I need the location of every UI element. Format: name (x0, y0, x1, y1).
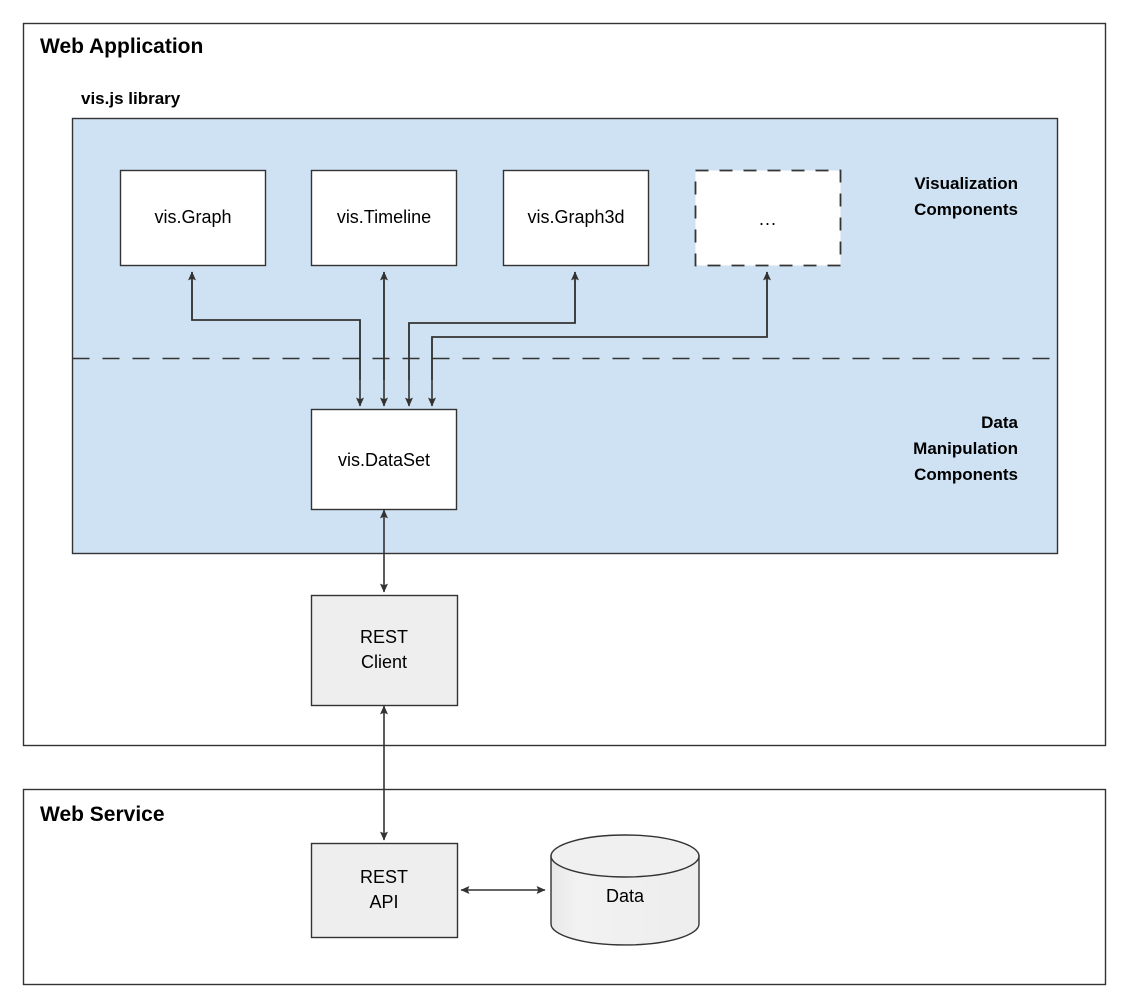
node-more[interactable]: ... (694, 169, 842, 267)
edge-more-to-dataset (428, 272, 768, 407)
visualization-components-line-2: Components (914, 200, 1018, 219)
data-manipulation-line-1: Data (981, 413, 1018, 432)
node-vis-graph[interactable]: vis.Graph (119, 169, 267, 267)
frame-web-service: Web Service (22, 788, 1107, 986)
node-more-label: ... (759, 209, 777, 229)
node-vis-graph3d-label: vis.Graph3d (527, 207, 624, 227)
node-vis-timeline[interactable]: vis.Timeline (310, 169, 458, 267)
node-rest-api[interactable]: REST API (310, 842, 459, 939)
node-vis-graph-label: vis.Graph (154, 207, 231, 227)
node-data-store[interactable]: Data (550, 834, 700, 946)
node-rest-api-line-2: API (369, 892, 398, 912)
edge-graph3d-to-dataset (405, 272, 576, 407)
edge-graph-to-dataset (191, 272, 364, 407)
node-rest-api-box[interactable] (310, 842, 459, 939)
database-cylinder-body[interactable] (550, 855, 700, 946)
edge-group (188, 271, 771, 894)
frame-web-service-title: Web Service (40, 803, 165, 826)
data-manipulation-line-2: Manipulation (913, 439, 1018, 458)
frame-web-application-title: Web Application (40, 35, 203, 58)
node-data-store-label: Data (606, 886, 645, 906)
node-more-box[interactable] (694, 169, 842, 267)
node-vis-graph-box[interactable] (119, 169, 267, 267)
panel-vis-js-library: vis.js library (71, 89, 1059, 555)
node-vis-graph3d[interactable]: vis.Graph3d (502, 169, 650, 267)
panel-title: vis.js library (81, 89, 181, 108)
frame-web-service-border (22, 788, 1107, 986)
node-rest-client-line-2: Client (361, 652, 407, 672)
node-rest-client-box[interactable] (310, 594, 459, 707)
node-vis-dataset-label: vis.DataSet (338, 450, 430, 470)
node-rest-client[interactable]: REST Client (310, 594, 459, 707)
database-cylinder-top (550, 834, 700, 878)
node-vis-timeline-label: vis.Timeline (337, 207, 431, 227)
label-data-manipulation-components: Data Manipulation Components (913, 413, 1018, 484)
label-visualization-components: Visualization Components (914, 174, 1018, 219)
node-vis-graph3d-box[interactable] (502, 169, 650, 267)
node-rest-api-line-1: REST (360, 867, 408, 887)
node-rest-client-line-1: REST (360, 627, 408, 647)
node-vis-dataset[interactable]: vis.DataSet (310, 408, 458, 511)
visualization-components-line-1: Visualization (914, 174, 1018, 193)
node-vis-timeline-box[interactable] (310, 169, 458, 267)
data-manipulation-line-3: Components (914, 465, 1018, 484)
node-vis-dataset-box[interactable] (310, 408, 458, 511)
